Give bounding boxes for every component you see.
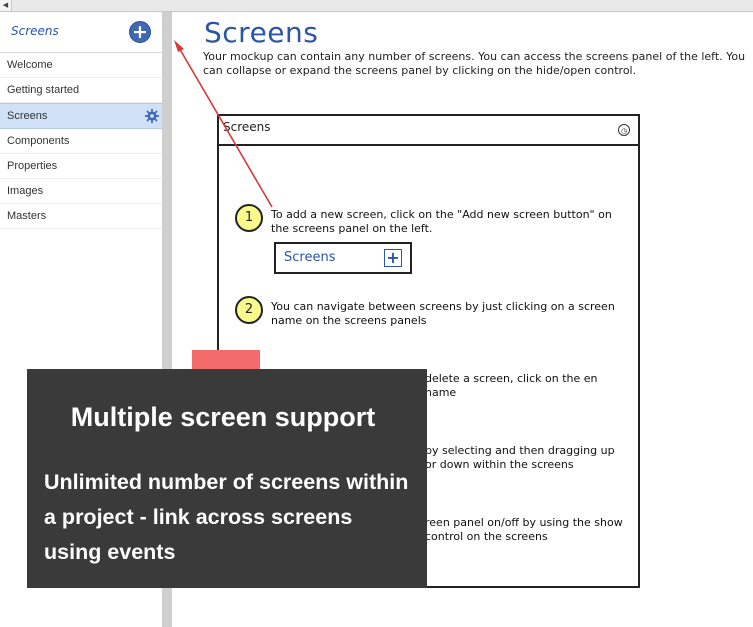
sidebar-item-label: Getting started <box>7 84 80 96</box>
sidebar-item-label: Welcome <box>7 59 53 71</box>
plus-icon: + <box>384 249 402 267</box>
sidebar-item-properties[interactable]: Properties <box>0 154 162 179</box>
add-screen-button[interactable]: + <box>129 21 151 43</box>
mockup-header: Screens ◷ <box>219 116 638 146</box>
sidebar-item-label: Components <box>7 135 70 147</box>
step-number-badge: 1 <box>235 204 263 232</box>
step-number-badge: 2 <box>235 296 263 324</box>
step-text: reen panel on/off by using the show cont… <box>425 516 623 543</box>
panel-splitter-handle[interactable] <box>162 12 172 627</box>
sidebar-title: Screens <box>11 24 59 38</box>
sidebar-header: Screens + <box>0 12 162 53</box>
page-description: Your mockup can contain any number of sc… <box>203 50 746 77</box>
gear-icon[interactable] <box>145 109 159 123</box>
step-text: delete a screen, click on the en name <box>425 372 598 399</box>
mockup-title: Screens <box>223 120 271 134</box>
sidebar-item-masters[interactable]: Masters <box>0 204 162 229</box>
plus-icon: + <box>132 21 148 43</box>
sidebar-item-label: Images <box>7 185 44 197</box>
sidebar-item-label: Masters <box>7 210 47 222</box>
step-text: To add a new screen, click on the "Add n… <box>271 208 612 235</box>
sidebar-item-welcome[interactable]: Welcome <box>0 53 162 78</box>
feature-callout: Multiple screen support Unlimited number… <box>27 369 427 588</box>
callout-title: Multiple screen support <box>70 402 376 432</box>
sidebar-item-screens[interactable]: Screens <box>0 103 162 129</box>
mini-screens-panel: Screens + <box>274 242 412 274</box>
sidebar-item-components[interactable]: Components <box>0 129 162 154</box>
sidebar-item-label: Properties <box>7 160 58 172</box>
mini-panel-title: Screens <box>284 250 336 265</box>
step-text: by selecting and then dragging up or dow… <box>425 444 615 471</box>
sidebar-item-getting-started[interactable]: Getting started <box>0 78 162 103</box>
scroll-left-arrow-icon[interactable]: ◀ <box>0 0 12 11</box>
top-scrollbar[interactable]: ◀ <box>0 0 753 12</box>
step-text: You can navigate between screens by just… <box>271 300 615 327</box>
clock-icon[interactable]: ◷ <box>618 124 630 136</box>
callout-body: Unlimited number of screens within a pro… <box>44 470 409 564</box>
sidebar-item-label: Screens <box>7 110 48 122</box>
sidebar-item-images[interactable]: Images <box>0 179 162 204</box>
page-title: Screens <box>204 16 319 49</box>
